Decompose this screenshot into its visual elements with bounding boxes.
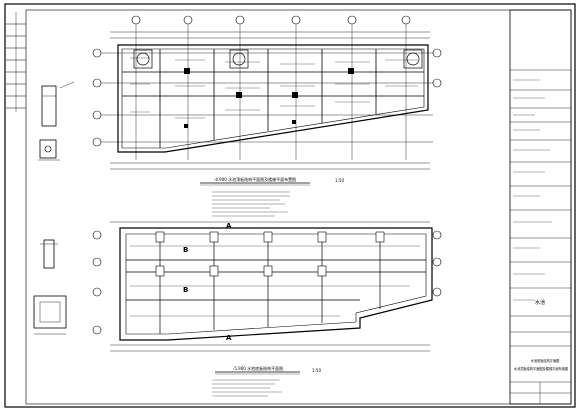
binding-strip [6, 12, 26, 112]
section-mark-b: B [183, 246, 188, 254]
section-mark-a: A [226, 222, 232, 230]
upper-plan: -4.900 水池顶板结构平面图及楼梯平面布置图 1:50 [92, 15, 442, 217]
section-mark-a-2: A [226, 334, 232, 342]
upper-details [38, 81, 75, 161]
section-mark-b-2: B [183, 286, 188, 294]
lower-plan-scale: 1:50 [312, 368, 321, 373]
drawing-title-line1: 水池底板结构平面图 [531, 358, 560, 363]
upper-plan-scale: 1:50 [335, 178, 344, 183]
upper-plan-title: -4.900 水池顶板结构平面图及楼梯平面布置图 [214, 176, 296, 182]
lower-details [33, 239, 67, 335]
title-block: 水池 水池底板结构平面图 水池顶板结构平面图及楼梯平面布置图 [509, 9, 572, 405]
lower-plan-title: -5.900 水池底板结构平面图 [233, 365, 283, 371]
project-name: 水池 [535, 299, 545, 306]
lower-plan: B B A A -5.900 水池底板结构平面图 1:50 [92, 221, 442, 397]
drawing-title-line2: 水池顶板结构平面图及楼梯平面布置图 [514, 366, 568, 371]
sheet-border [4, 3, 576, 408]
